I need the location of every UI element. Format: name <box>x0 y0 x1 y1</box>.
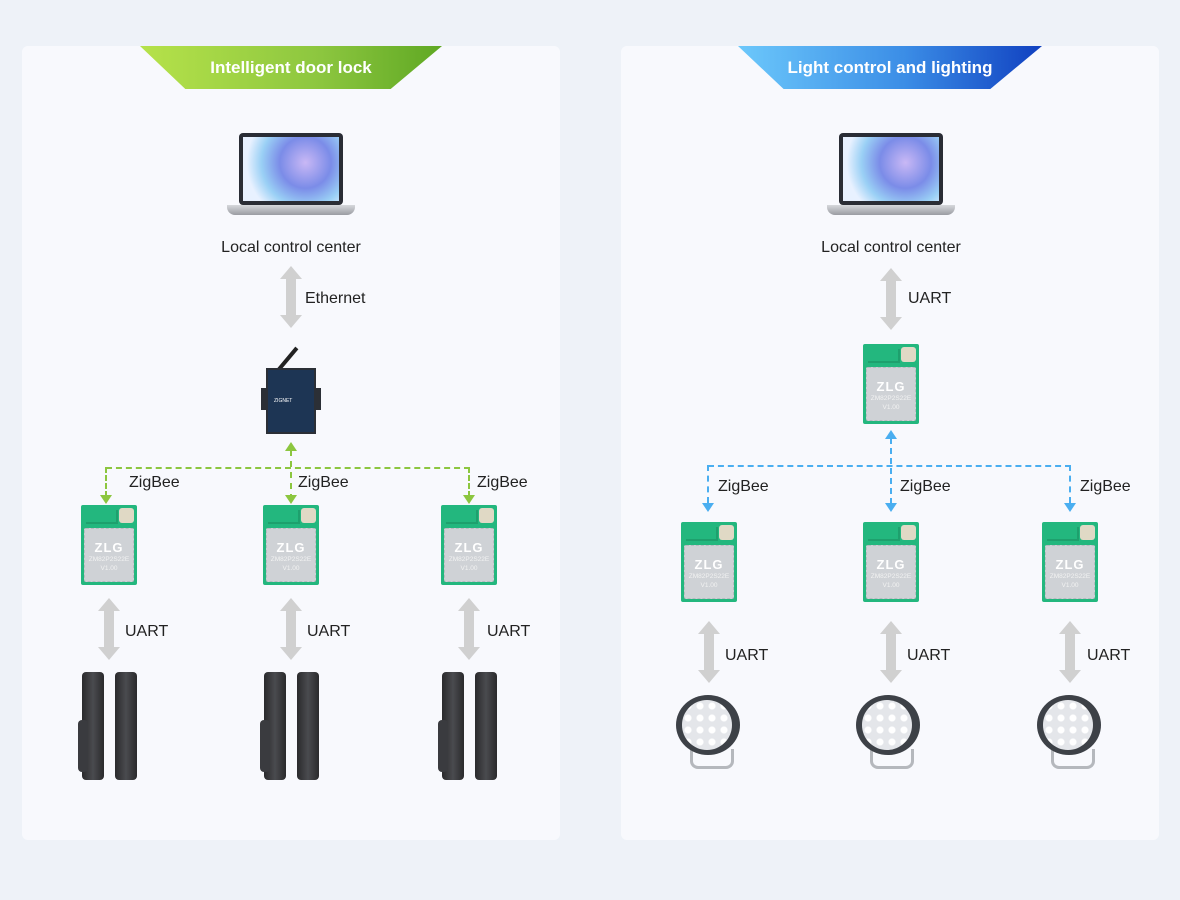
bidirectional-arrow-icon <box>698 621 720 683</box>
local-control-center-label: Local control center <box>221 239 361 256</box>
spotlight-icon <box>1037 695 1105 771</box>
laptop-icon <box>827 133 955 228</box>
door-lock-icon <box>297 672 319 780</box>
zigbee-label: ZigBee <box>477 474 528 491</box>
bidirectional-arrow-icon <box>1059 621 1081 683</box>
zigbee-link-line <box>290 450 292 500</box>
door-lock-title: Intelligent door lock <box>140 46 442 89</box>
local-control-center-label: Local control center <box>821 239 961 256</box>
door-lock-icon <box>260 672 286 780</box>
zigbee-link-line <box>106 467 470 469</box>
uart-label: UART <box>907 647 951 664</box>
arrow-up-icon <box>885 430 897 439</box>
uart-label: UART <box>725 647 769 664</box>
bidirectional-arrow-icon <box>98 598 120 660</box>
door-lock-icon <box>78 672 104 780</box>
lighting-title: Light control and lighting <box>738 46 1042 89</box>
zigbee-link-line <box>708 465 1071 467</box>
spotlight-icon <box>676 695 744 771</box>
door-lock-icon <box>438 672 464 780</box>
arrow-down-icon <box>885 503 897 512</box>
door-lock-icon <box>475 672 497 780</box>
arrow-down-icon <box>1064 503 1076 512</box>
bidirectional-arrow-icon <box>280 266 302 328</box>
zigbee-link-line <box>105 467 107 497</box>
zigbee-label: ZigBee <box>718 478 769 495</box>
zigbee-label: ZigBee <box>298 474 349 491</box>
arrow-down-icon <box>702 503 714 512</box>
arrow-down-icon <box>463 495 475 504</box>
uart-label: UART <box>908 290 952 307</box>
arrow-down-icon <box>285 495 297 504</box>
spotlight-icon <box>856 695 924 771</box>
bidirectional-arrow-icon <box>880 621 902 683</box>
arrow-up-icon <box>285 442 297 451</box>
arrow-down-icon <box>100 495 112 504</box>
zigbee-gateway-device: ZIGNET <box>261 340 321 435</box>
bidirectional-arrow-icon <box>280 598 302 660</box>
ethernet-label: Ethernet <box>305 290 366 307</box>
laptop-icon <box>227 133 355 228</box>
bidirectional-arrow-icon <box>458 598 480 660</box>
zigbee-label: ZigBee <box>129 474 180 491</box>
uart-label: UART <box>307 623 351 640</box>
uart-label: UART <box>487 623 531 640</box>
zigbee-link-line <box>890 438 892 504</box>
uart-label: UART <box>1087 647 1131 664</box>
zigbee-link-line <box>707 465 709 503</box>
bidirectional-arrow-icon <box>880 268 902 330</box>
zigbee-link-line <box>1069 465 1071 503</box>
zigbee-label: ZigBee <box>1080 478 1131 495</box>
zigbee-link-line <box>468 467 470 497</box>
zigbee-label: ZigBee <box>900 478 951 495</box>
uart-label: UART <box>125 623 169 640</box>
door-lock-icon <box>115 672 137 780</box>
